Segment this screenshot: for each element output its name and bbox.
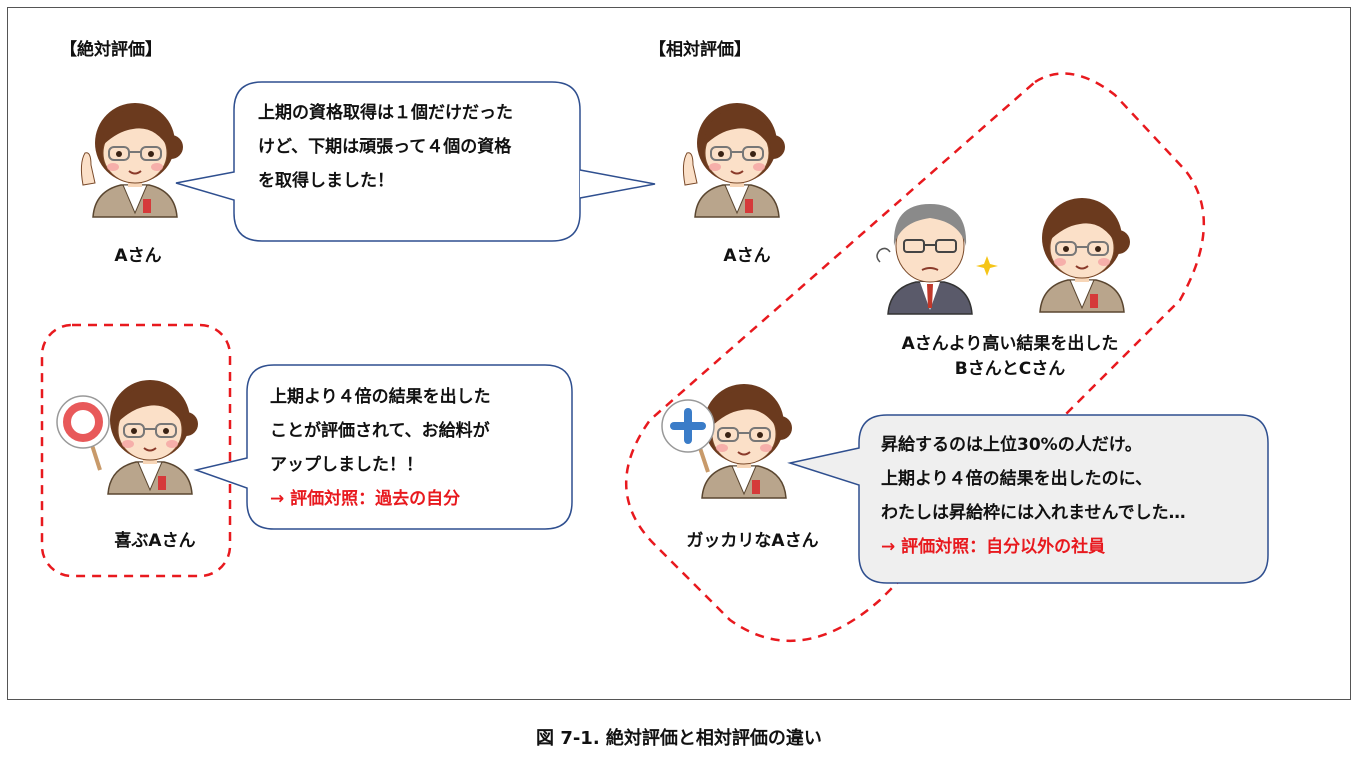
others-label-line: Aさんより高い結果を出した — [901, 334, 1119, 354]
woman-a-icon — [682, 102, 786, 218]
person-name-relative-top: Aさん — [723, 246, 771, 266]
happy-woman-icon — [107, 379, 199, 495]
speech-line: アップしました！！ — [270, 455, 423, 475]
relative-heading: 【相対評価】 — [649, 40, 751, 60]
speech-line: 上期の資格取得は１個だけだった — [258, 103, 513, 123]
sparkle-icon — [976, 256, 998, 276]
circle-sign-icon — [56, 395, 110, 471]
speech-relative-bottom: 昇給するのは上位30%の人だけ。 上期より４倍の結果を出したのに、 わたしは昇給… — [881, 428, 1186, 564]
others-label: Aさんより高い結果を出した BさんとCさん — [860, 332, 1160, 382]
speech-absolute-top: 上期の資格取得は１個だけだった けど、下期は頑張って４個の資格 を取得しました！ — [258, 96, 513, 198]
speech-line: 上期より４倍の結果を出したのに、 — [881, 469, 1153, 489]
evaluation-note: → 評価対照：過去の自分 — [270, 489, 461, 509]
bubble-absolute-bottom — [193, 364, 573, 530]
bubble-tail-to-relative — [579, 169, 656, 199]
person-name-relative-bottom: ガッカリなAさん — [686, 531, 819, 551]
speech-line: わたしは昇給枠には入れませんでした… — [881, 503, 1186, 523]
bubble-absolute-top — [175, 81, 581, 242]
speech-line: ことが評価されて、お給料が — [270, 421, 490, 441]
bubble-relative-bottom — [787, 414, 1269, 584]
others-label-line: BさんとCさん — [954, 359, 1066, 379]
speech-line: を取得しました！ — [258, 171, 394, 191]
woman-a-icon — [80, 102, 184, 218]
figure-frame — [7, 7, 1351, 700]
person-name-absolute-top: Aさん — [114, 246, 162, 266]
speech-line: 昇給するのは上位30%の人だけ。 — [881, 435, 1142, 455]
person-name-absolute-bottom: 喜ぶAさん — [114, 531, 196, 551]
cross-sign-icon — [661, 399, 715, 473]
highlight-region-absolute — [40, 323, 232, 578]
highlight-region-relative — [624, 72, 1206, 643]
absolute-heading: 【絶対評価】 — [60, 40, 162, 60]
speech-line: 上期より４倍の結果を出した — [270, 387, 491, 407]
figure-caption: 図 7-1. 絶対評価と相対評価の違い — [536, 728, 822, 749]
woman-c-icon — [1039, 197, 1131, 313]
speech-absolute-bottom: 上期より４倍の結果を出した ことが評価されて、お給料が アップしました！！ → … — [270, 380, 491, 516]
man-b-icon — [876, 204, 973, 315]
speech-line: けど、下期は頑張って４個の資格 — [258, 137, 512, 157]
evaluation-note: → 評価対照：自分以外の社員 — [881, 537, 1106, 557]
disappointed-woman-icon — [701, 383, 793, 499]
